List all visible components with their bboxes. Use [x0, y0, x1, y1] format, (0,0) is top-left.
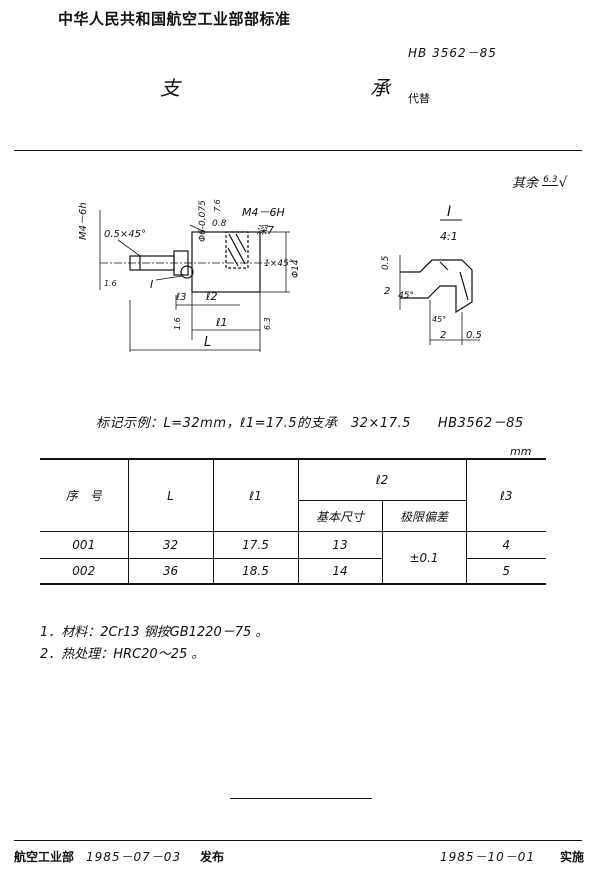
label-dia-small: Φ6-0.075 — [198, 200, 208, 242]
cell-L: 32 — [128, 531, 214, 559]
header-seq: 序 号 — [40, 458, 129, 532]
header-l2-tol: 极限偏差 — [382, 500, 467, 532]
footer-issue-label: 发布 — [200, 850, 225, 864]
header-l2: ℓ2 — [298, 458, 467, 501]
label-d2a: 2 — [384, 286, 390, 297]
dimension-table: 序 号 L ℓ1 ℓ2 ℓ3 基本尺寸 极限偏差 001 32 17.5 13 … — [40, 458, 546, 585]
detail-outline — [400, 259, 473, 314]
label-rough-08: 0.8 — [212, 219, 227, 229]
header-l1: ℓ1 — [213, 458, 299, 532]
label-l1: ℓ1 — [215, 316, 228, 329]
leader-chamfer-small — [117, 239, 141, 257]
label-rough-16b: 1.6 — [173, 317, 182, 330]
footer-effective-label: 实施 — [560, 850, 585, 864]
note-item: 2．热处理：HRC20～25 。 — [40, 647, 205, 662]
table-row: 001 32 17.5 13 ±0.1 4 — [40, 531, 546, 585]
technical-notes: 1．材料：2Cr13 钢按GB1220－75 。 2．热处理：HRC20～25 … — [40, 622, 268, 666]
leader-chamfer — [189, 224, 206, 233]
cell-l2-basic: 14 — [298, 558, 383, 585]
roughness-value: 6.3 — [542, 174, 559, 186]
label-l3: ℓ3 — [176, 292, 187, 303]
footer-issuer: 航空工业部 — [14, 850, 75, 864]
label-rough-16a: 1.6 — [104, 279, 117, 288]
label-d05a: 0.5 — [381, 255, 391, 270]
note-item: 1．材料：2Cr13 钢按GB1220－75 。 — [40, 625, 269, 640]
cell-l1: 17.5 — [213, 531, 299, 559]
cell-l3: 5 — [466, 558, 546, 585]
label-rough-76: 7.6 — [213, 199, 222, 212]
footer-issue-date: 1985－07－03 — [86, 850, 182, 864]
standard-number: HB 3562－85 — [408, 46, 497, 60]
replaces-label: 代替 — [408, 92, 430, 105]
cell-l2-basic: 13 — [298, 531, 383, 559]
label-angle45b: 45° — [432, 315, 446, 324]
label-l2: ℓ2 — [205, 290, 218, 303]
end-rule — [230, 798, 372, 799]
unit-label: mm — [510, 445, 532, 458]
detail-circle — [180, 265, 194, 279]
footer-rule — [14, 840, 582, 841]
label-chamfer2: 1×45° — [264, 259, 293, 269]
part-main-view — [99, 210, 290, 352]
footer-effective-date: 1985－10－01 — [440, 850, 536, 864]
hatch-1 — [228, 233, 246, 265]
header-l3: ℓ3 — [466, 458, 546, 532]
label-rough-63: 6.3 — [263, 317, 272, 330]
label-chamfer: 0.5×45° — [104, 229, 146, 240]
label-dia-big: Φ14 — [291, 259, 301, 278]
label-thread-big: M4－6H — [242, 206, 285, 219]
detail-view — [399, 219, 480, 345]
label-detail-id: I — [447, 204, 451, 220]
cell-seq: 001 — [40, 531, 129, 559]
header-l2-basic: 基本尺寸 — [298, 500, 383, 532]
label-d05b: 0.5 — [466, 330, 482, 341]
header-rule — [14, 150, 582, 151]
cell-L: 36 — [128, 558, 214, 585]
cell-l2-tol: ±0.1 — [382, 531, 467, 585]
general-roughness: 其余 6.3√ — [512, 172, 567, 191]
label-thread-small: M4－6h — [78, 202, 89, 240]
detail-hatch-1 — [421, 261, 431, 271]
cell-seq: 002 — [40, 558, 129, 585]
label-detail-scale: 4:1 — [440, 230, 458, 243]
issuing-organization: 中华人民共和国航空工业部部标准 — [58, 10, 291, 28]
tapped-hole — [225, 231, 249, 269]
document-title: 支 承 — [160, 76, 440, 100]
detail-hatch-2 — [439, 261, 449, 271]
marking-example: 标记示例：L=32mm，ℓ1=17.5的支承 32×17.5 HB3562－85 — [96, 416, 524, 431]
label-d2b: 2 — [440, 330, 446, 341]
table-row: 002 36 18.5 14 5 — [40, 558, 546, 585]
label-angle45a: 45° — [398, 291, 414, 301]
hatch-2 — [235, 233, 247, 253]
label-section-ref: I — [150, 278, 153, 291]
cell-l1: 18.5 — [213, 558, 299, 585]
leader-section — [155, 275, 183, 281]
header-L: L — [128, 458, 214, 532]
roughness-check-icon: √ — [558, 175, 568, 191]
label-depth: 深7 — [256, 224, 274, 237]
detail-hatch-3 — [459, 271, 469, 301]
roughness-prefix: 其余 — [512, 176, 539, 191]
cell-l3: 4 — [466, 531, 546, 559]
label-length: L — [204, 335, 211, 350]
